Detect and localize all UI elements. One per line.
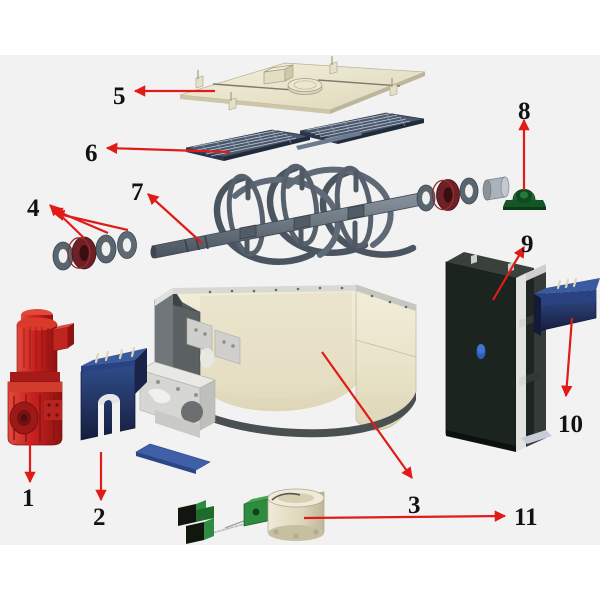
- callout-label-4: 4: [27, 195, 40, 222]
- leader-3: [321, 351, 413, 479]
- part-shaft-sleeve: [482, 176, 510, 201]
- callout-label-5: 5: [113, 83, 126, 110]
- callout-label-8: 8: [518, 98, 531, 125]
- callout-label-6: 6: [85, 140, 98, 167]
- callout-label-3: 3: [408, 492, 421, 519]
- part-end-mount-bracket: [533, 277, 600, 336]
- part-ribbon-agitator: [150, 163, 425, 265]
- leader-9: [492, 246, 525, 301]
- part-safety-grating: [185, 112, 425, 161]
- part-seal-washer-set-left: [52, 231, 137, 271]
- leader-6: [105, 142, 231, 155]
- callout-label-9: 9: [521, 231, 534, 258]
- callout-leaders: [24, 85, 574, 522]
- leader-11: [303, 510, 507, 522]
- part-pillow-block-bearing: [503, 189, 546, 210]
- callout-label-10: 10: [558, 411, 583, 438]
- part-seal-washer-set-right: [416, 176, 510, 212]
- leader-10: [561, 317, 574, 398]
- part-top-cover-plate: [179, 56, 426, 114]
- part-discharge-valve: [178, 488, 325, 544]
- leader-4b: [50, 207, 109, 235]
- part-end-panel: [445, 252, 552, 452]
- callout-label-1: 1: [22, 485, 35, 512]
- callout-label-2: 2: [93, 504, 106, 531]
- leader-7: [147, 193, 203, 244]
- part-motor-mount-bracket: [80, 346, 147, 441]
- part-drive-motor: [7, 309, 74, 446]
- leader-4c: [52, 209, 129, 232]
- callout-label-11: 11: [514, 504, 538, 531]
- part-mixing-trough: [135, 284, 417, 474]
- callout-label-7: 7: [131, 179, 144, 206]
